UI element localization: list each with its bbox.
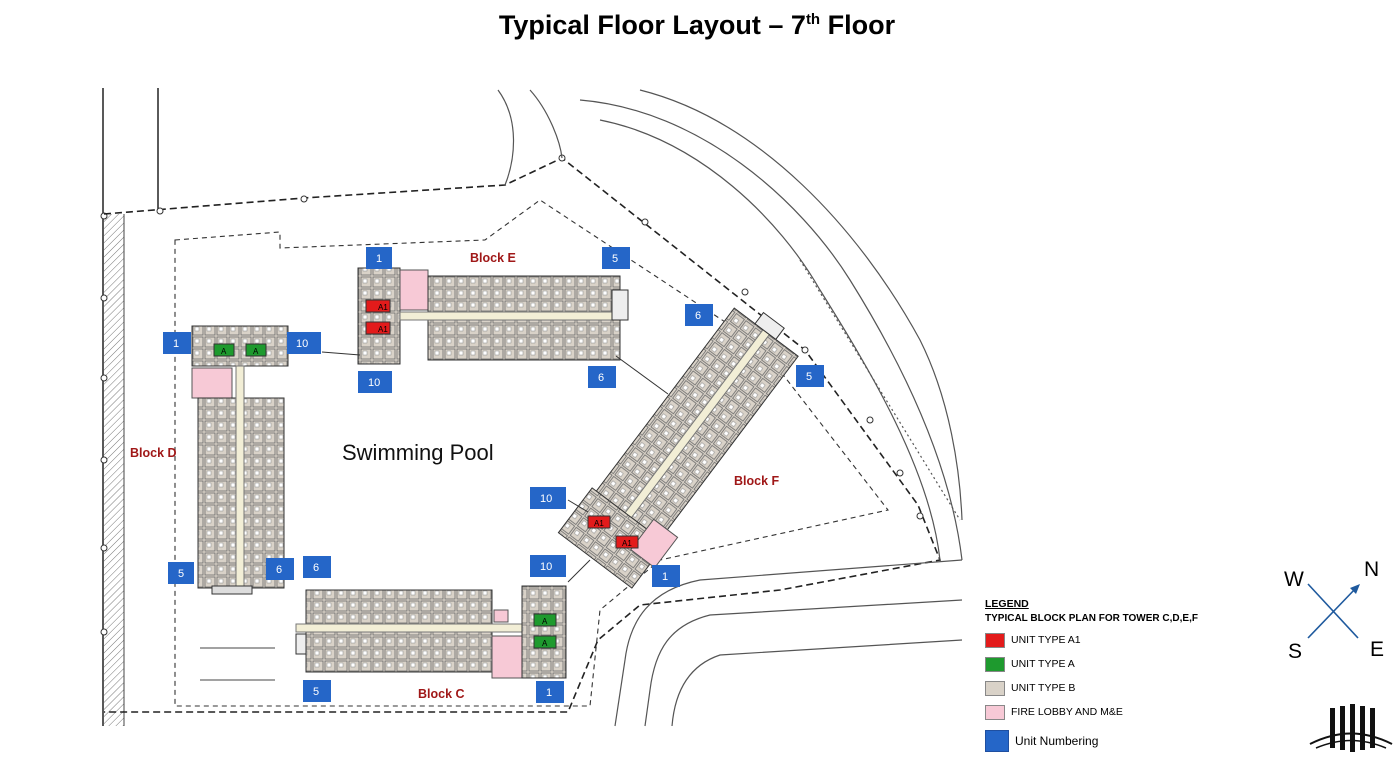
unit-tag: A	[542, 617, 548, 626]
unit-a1-swatch	[587, 515, 611, 529]
legend-swatch	[985, 730, 1009, 752]
unit-a1-swatch	[615, 535, 639, 549]
page-title: Typical Floor Layout – 7th Floor	[498, 10, 896, 40]
unit-number: 6	[276, 564, 282, 576]
block-c-plan	[295, 585, 567, 679]
legend-label: UNIT TYPE B	[1011, 682, 1076, 694]
unit-tag: A1	[622, 539, 632, 548]
block-d-plan	[191, 325, 289, 595]
compass-arrow-icon	[1307, 583, 1360, 639]
unit-a1-swatch	[365, 299, 391, 313]
unit-number: 6	[313, 562, 319, 574]
legend: LEGEND TYPICAL BLOCK PLAN FOR TOWER C,D,…	[985, 598, 1245, 752]
legend-title: LEGEND	[985, 598, 1029, 610]
legend-subtitle: TYPICAL BLOCK PLAN FOR TOWER C,D,E,F	[985, 613, 1198, 624]
unit-number: 5	[313, 686, 319, 698]
block-c-label: Block C	[418, 687, 465, 701]
legend-label: FIRE LOBBY AND M&E	[1011, 706, 1123, 718]
unit-number: 1	[376, 253, 382, 265]
legend-swatch	[985, 656, 1005, 672]
unit-tag: A	[542, 639, 548, 648]
legend-item: UNIT TYPE B	[985, 680, 1245, 696]
unit-number: 1	[173, 338, 179, 350]
access-road	[497, 89, 963, 727]
block-e-plan	[357, 267, 629, 365]
logo-icon	[1309, 704, 1393, 752]
block-f-end	[557, 487, 679, 589]
block-f-label: Block F	[734, 474, 780, 488]
legend-item: Unit Numbering	[985, 730, 1245, 752]
legend-item: UNIT TYPE A1	[985, 632, 1245, 648]
legend-swatch	[985, 704, 1005, 720]
unit-number: 5	[178, 568, 184, 580]
block-d-label: Block D	[130, 446, 177, 460]
unit-number: 1	[546, 687, 552, 699]
unit-a-swatch	[213, 343, 235, 357]
legend-label: Unit Numbering	[1015, 734, 1099, 748]
unit-number: 10	[296, 338, 308, 350]
unit-number-markers: 1 5 6 10 1 10 5 6 6 5 10 1 6 10 5 1	[163, 247, 824, 703]
unit-number: 6	[598, 372, 604, 384]
unit-tag: A1	[378, 303, 388, 312]
unit-number: 6	[695, 310, 701, 322]
unit-number: 5	[612, 253, 618, 265]
unit-number: 1	[662, 571, 668, 583]
block-e-label: Block E	[470, 251, 516, 265]
pool-label: Swimming Pool	[342, 440, 494, 465]
legend-label: UNIT TYPE A	[1011, 658, 1075, 670]
compass-n: N	[1364, 558, 1380, 581]
compass-e: E	[1370, 638, 1385, 661]
legend-item: UNIT TYPE A	[985, 656, 1245, 672]
unit-number: 10	[368, 377, 380, 389]
compass: W N S E	[1280, 556, 1390, 666]
unit-tag: A	[221, 347, 227, 356]
unit-tag: A1	[378, 325, 388, 334]
setback-line	[174, 199, 889, 707]
legend-swatch	[985, 680, 1005, 696]
compass-w: W	[1284, 568, 1304, 591]
plot-boundary	[103, 157, 942, 713]
unit-number: 5	[806, 371, 812, 383]
unit-number: 10	[540, 561, 552, 573]
unit-tag: A	[253, 347, 259, 356]
legend-item: FIRE LOBBY AND M&E	[985, 704, 1245, 720]
boundary-wall	[104, 214, 124, 726]
unit-tag: A1	[594, 519, 604, 528]
unit-number: 10	[540, 493, 552, 505]
compass-s: S	[1288, 640, 1303, 663]
legend-label: UNIT TYPE A1	[1011, 634, 1081, 646]
legend-swatch	[985, 632, 1005, 648]
